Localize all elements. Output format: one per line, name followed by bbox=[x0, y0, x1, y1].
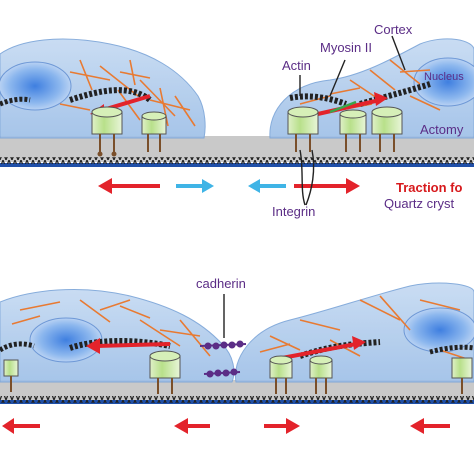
label-cortex: Cortex bbox=[374, 22, 413, 37]
bottom-panel: cadherin bbox=[0, 276, 474, 434]
traction-arrows-bottom bbox=[2, 418, 450, 434]
substrate-top-hatch bbox=[0, 157, 474, 164]
substrate-top-blue-line bbox=[0, 163, 474, 167]
left-cell-actin-network bbox=[59, 59, 196, 127]
label-cadherin: cadherin bbox=[196, 276, 246, 291]
substrate-bottom bbox=[0, 380, 474, 400]
right-cell-red-arrowhead bbox=[374, 92, 388, 106]
substrate-bottom-hatch bbox=[0, 396, 474, 403]
bottom-right-red-arrow bbox=[281, 342, 357, 360]
leader-lines-top bbox=[299, 35, 406, 206]
label-integrin: Integrin bbox=[272, 204, 315, 219]
bottom-left-integrin-cylinder bbox=[149, 350, 181, 394]
label-quartz-crystal: Quartz cryst bbox=[384, 196, 454, 211]
right-cell-green-arrow bbox=[329, 100, 357, 114]
right-integrin-cylinder-3 bbox=[371, 106, 403, 152]
bottom-left-red-arrowhead bbox=[86, 338, 100, 354]
right-integrin-cylinder-1 bbox=[287, 106, 319, 152]
left-integrin-cylinder-2 bbox=[141, 111, 167, 152]
bottom-right-nucleus bbox=[403, 307, 474, 353]
bottom-left-integrin-small bbox=[3, 359, 19, 392]
right-integrin-cylinder-2 bbox=[339, 109, 367, 152]
label-actin: Actin bbox=[282, 58, 311, 73]
bottom-right-red-arrowhead bbox=[352, 336, 366, 350]
bottom-right-integrin-cylinder-2 bbox=[309, 355, 333, 394]
label-myosin: Myosin II bbox=[320, 40, 372, 55]
cadherin-junction bbox=[199, 340, 247, 378]
label-nucleus: Nucleus bbox=[424, 71, 464, 83]
bottom-left-red-arrow bbox=[95, 342, 171, 348]
bottom-left-actin-network bbox=[11, 299, 211, 357]
traction-arrows-top bbox=[98, 178, 360, 194]
bottom-right-integrin-cylinder-1 bbox=[269, 355, 293, 394]
top-panel: Cortex Myosin II Actin Nucleus Actomy Tr… bbox=[0, 22, 474, 219]
label-traction-force: Traction fo bbox=[396, 180, 463, 195]
left-integrin-cylinder-1 bbox=[91, 106, 123, 157]
label-actomyosin: Actomy bbox=[420, 122, 464, 137]
left-nucleus bbox=[0, 61, 72, 111]
bottom-right-integrin-cylinder-3 bbox=[451, 357, 473, 394]
